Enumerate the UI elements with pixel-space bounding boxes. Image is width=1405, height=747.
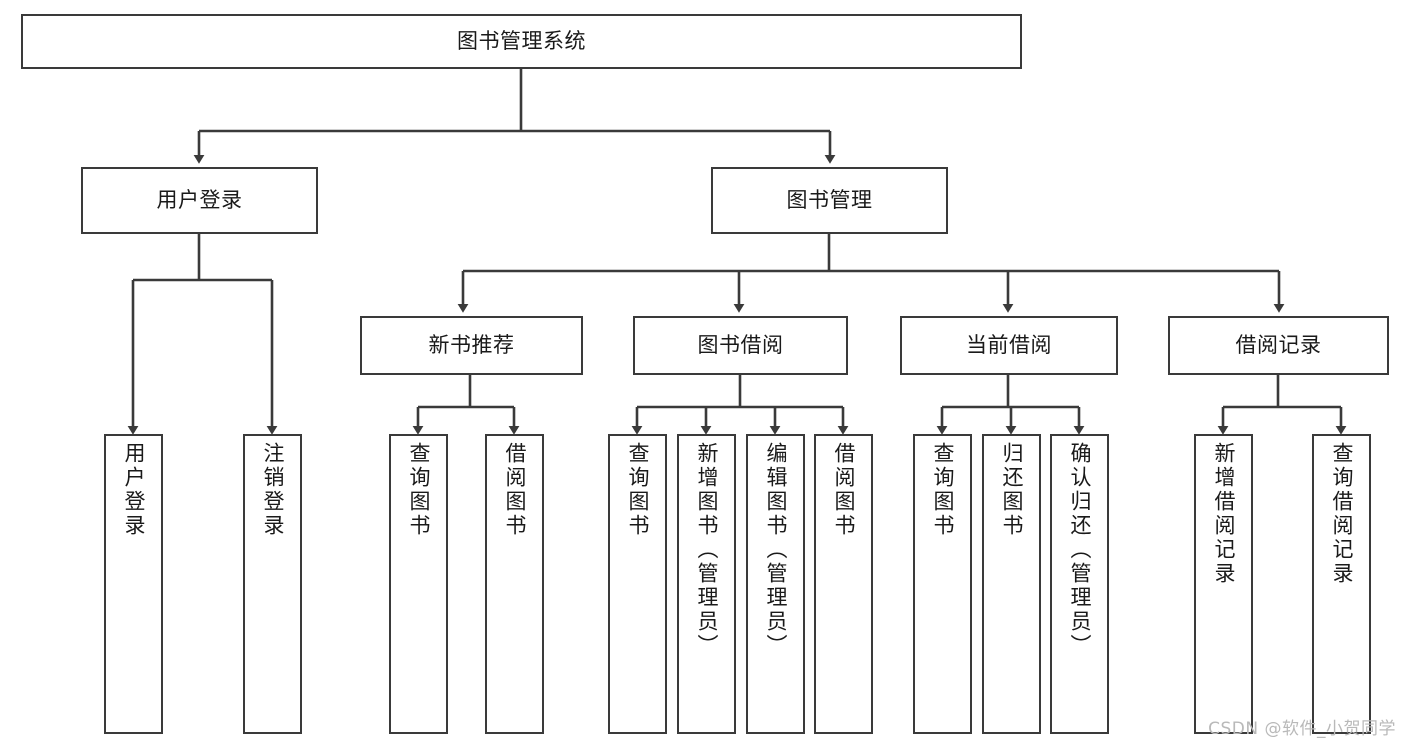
node-leaf-query-book-3-label: 查询图书 [931,442,955,538]
node-leaf-confirm-return[interactable]: 确认归还（管理员） [1050,434,1109,734]
node-book-manage-label: 图书管理 [786,187,873,212]
node-leaf-confirm-return-label: 确认归还（管理员） [1068,442,1092,658]
node-book-borrow-label: 图书借阅 [697,332,784,357]
node-current-borrow[interactable]: 当前借阅 [900,316,1118,375]
node-borrow-record-label: 借阅记录 [1235,332,1322,357]
node-leaf-query-book-2[interactable]: 查询图书 [608,434,667,734]
node-leaf-borrow-book-2-label: 借阅图书 [832,442,856,538]
node-leaf-query-record-label: 查询借阅记录 [1330,442,1354,586]
node-root-label: 图书管理系统 [457,28,586,53]
node-root[interactable]: 图书管理系统 [21,14,1022,69]
node-new-book-recommend-label: 新书推荐 [428,332,515,357]
node-book-manage[interactable]: 图书管理 [711,167,948,234]
node-leaf-add-book[interactable]: 新增图书（管理员） [677,434,736,734]
node-leaf-add-record-label: 新增借阅记录 [1212,442,1236,586]
node-leaf-return-book[interactable]: 归还图书 [982,434,1041,734]
node-leaf-borrow-book-2[interactable]: 借阅图书 [814,434,873,734]
node-leaf-user-login[interactable]: 用户登录 [104,434,163,734]
node-leaf-logout-login[interactable]: 注销登录 [243,434,302,734]
node-leaf-return-book-label: 归还图书 [1000,442,1024,538]
node-borrow-record[interactable]: 借阅记录 [1168,316,1389,375]
node-leaf-logout-login-label: 注销登录 [261,442,285,538]
node-leaf-add-record[interactable]: 新增借阅记录 [1194,434,1253,734]
node-book-borrow[interactable]: 图书借阅 [633,316,848,375]
node-leaf-edit-book-label: 编辑图书（管理员） [764,442,788,658]
node-user-login-label: 用户登录 [156,187,243,212]
node-leaf-borrow-book-1-label: 借阅图书 [503,442,527,538]
node-new-book-recommend[interactable]: 新书推荐 [360,316,583,375]
node-leaf-edit-book[interactable]: 编辑图书（管理员） [746,434,805,734]
node-leaf-query-record[interactable]: 查询借阅记录 [1312,434,1371,734]
watermark-text: CSDN @软件_小贺同学 [1208,719,1396,739]
node-leaf-borrow-book-1[interactable]: 借阅图书 [485,434,544,734]
node-leaf-query-book-1-label: 查询图书 [407,442,431,538]
node-user-login[interactable]: 用户登录 [81,167,318,234]
node-leaf-query-book-1[interactable]: 查询图书 [389,434,448,734]
node-leaf-add-book-label: 新增图书（管理员） [695,442,719,658]
node-leaf-query-book-2-label: 查询图书 [626,442,650,538]
node-leaf-user-login-label: 用户登录 [122,442,146,538]
node-leaf-query-book-3[interactable]: 查询图书 [913,434,972,734]
node-current-borrow-label: 当前借阅 [966,332,1052,357]
